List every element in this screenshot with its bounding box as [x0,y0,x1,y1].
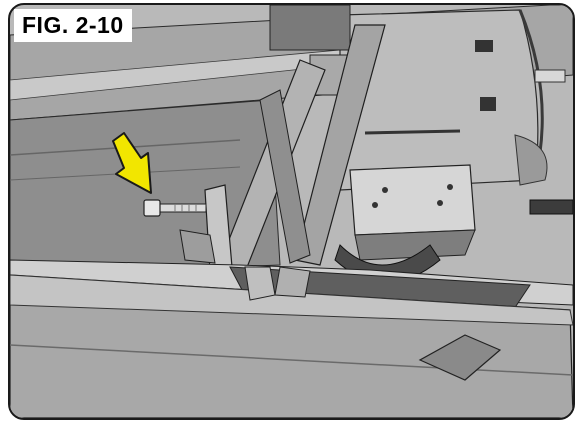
figure-label: FIG. 2-10 [14,9,132,43]
machine-illustration [10,5,573,418]
drum-slot [364,129,461,135]
frame-beam-top-face [10,274,573,326]
diamond-cutout [418,334,502,381]
arrow-down-right-icon [112,132,152,194]
support-arm-brace [259,89,311,264]
gearbox [349,164,476,236]
foot-tab [244,266,276,301]
bracket-foot [179,229,216,264]
motor-block [269,5,351,51]
figure-frame: FIG. 2-10 [8,3,575,420]
bolt [143,199,207,217]
shaft [534,69,566,83]
drive-shaft [529,199,573,215]
frame-seam [10,344,573,376]
decal [480,97,496,111]
foot-tab [274,266,311,298]
decal [475,40,493,52]
crank-arm [514,134,548,186]
support-arm-right [294,24,386,266]
gearbox-base [354,229,476,261]
